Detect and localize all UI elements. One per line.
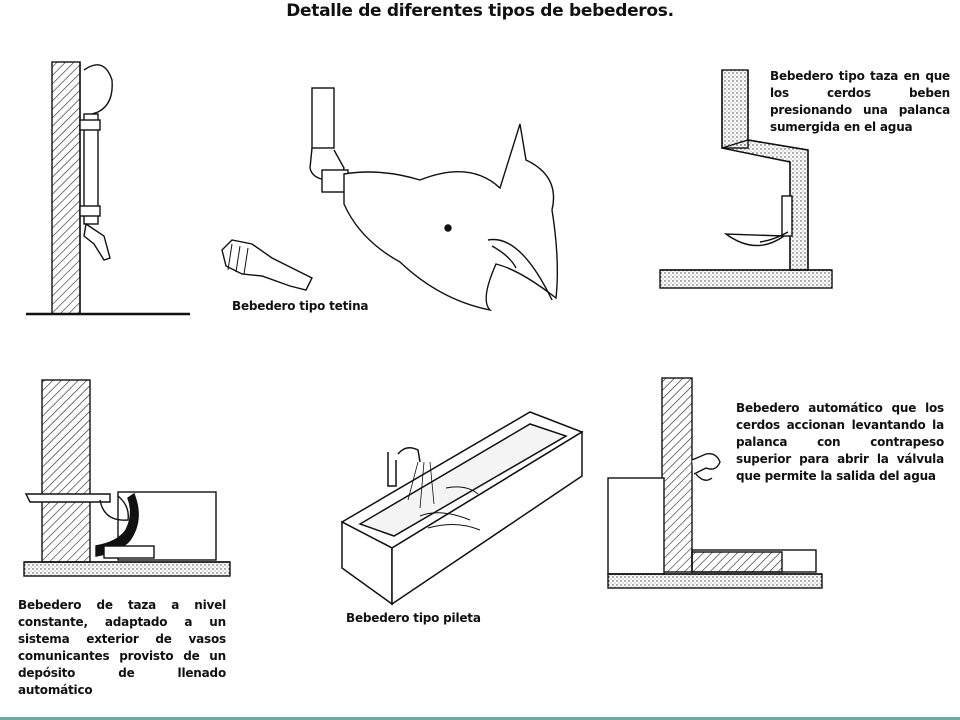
caption-nipple-drinker: Bebedero tipo tetina xyxy=(232,299,369,313)
caption-cup-drinker: Bebedero tipo taza en que los cerdos beb… xyxy=(770,69,950,134)
nipple-drinker-wall-drawing xyxy=(26,61,190,316)
automatic-lever-drinker-drawing xyxy=(607,377,823,589)
bottom-accent-rule xyxy=(0,717,960,720)
trough-drinker-drawing xyxy=(340,411,584,606)
pig-nipple-drawing xyxy=(221,87,559,312)
caption-automatic-drinker: Bebedero automático que los cerdos accio… xyxy=(736,401,944,483)
constant-level-drinker-drawing xyxy=(23,379,231,577)
caption-trough-drinker: Bebedero tipo pileta xyxy=(346,611,481,625)
caption-constant-level-drinker: Bebedero de taza a nivel constante, adap… xyxy=(18,598,226,697)
page-title: Detalle de diferentes tipos de bebederos… xyxy=(286,1,674,21)
cup-drinker-drawing xyxy=(659,69,833,289)
